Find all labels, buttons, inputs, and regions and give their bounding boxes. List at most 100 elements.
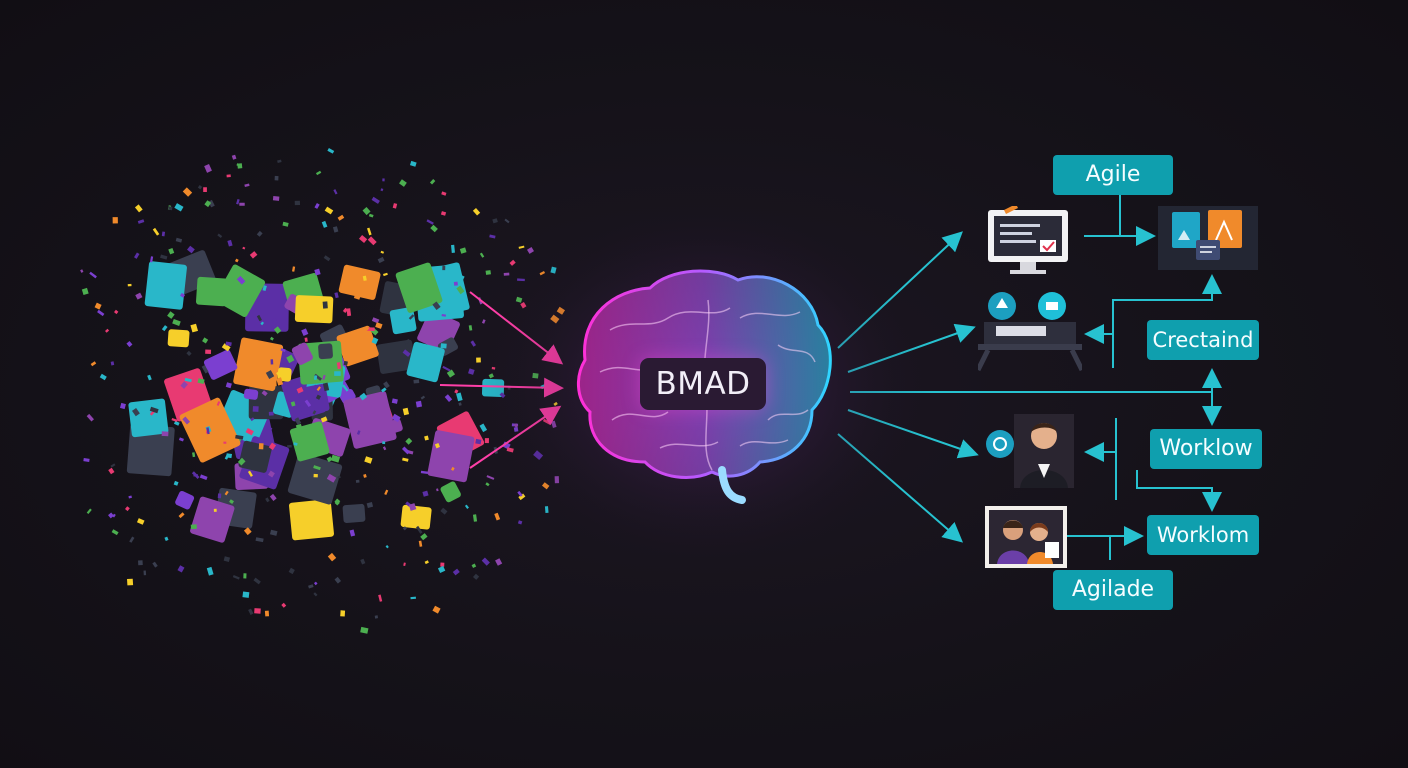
confetti-particle <box>504 218 510 224</box>
confetti-particle <box>226 453 233 459</box>
confetti-particle <box>288 567 295 575</box>
confetti-particle <box>127 578 134 586</box>
confetti-particle <box>358 235 368 243</box>
hub-label: BMAD <box>640 358 766 410</box>
confetti-particle <box>134 204 143 213</box>
confetti-particle <box>258 443 264 450</box>
tag-agilade: Agilade <box>1053 570 1173 610</box>
confetti-particle <box>204 200 212 208</box>
confetti-particle <box>293 442 298 446</box>
confetti-particle <box>268 442 277 451</box>
confetti-particle <box>337 475 341 479</box>
tag-crectaind: Crectaind <box>1147 320 1259 360</box>
confetti-particle <box>441 314 447 317</box>
confetti-particle <box>380 250 385 254</box>
confetti-particle <box>171 417 178 423</box>
confetti-particle <box>252 406 259 412</box>
confetti-particle <box>245 428 254 436</box>
confetti-particle <box>320 416 328 423</box>
confetti-particle <box>269 529 278 536</box>
confetti-particle <box>346 308 352 317</box>
confetti-particle <box>408 503 417 511</box>
confetti-particle <box>187 245 195 254</box>
confetti-particle <box>313 465 321 471</box>
confetti-particle <box>295 423 303 430</box>
confetti-particle <box>265 370 275 379</box>
confetti-particle <box>167 311 175 319</box>
confetti-particle <box>362 275 367 281</box>
confetti-particle <box>124 506 130 512</box>
confetti-particle <box>94 302 102 310</box>
confetti-particle <box>391 413 401 423</box>
confetti-particle <box>282 221 289 227</box>
confetti-particle <box>161 431 169 437</box>
confetti-particle <box>243 527 252 536</box>
confetti-particle <box>322 301 328 309</box>
confetti-particle <box>405 437 413 445</box>
confetti-particle <box>356 430 361 435</box>
confetti-particle <box>383 381 390 389</box>
confetti-particle <box>147 374 152 381</box>
confetti-particle <box>236 275 246 285</box>
confetti-particle <box>294 200 301 206</box>
confetti-particle <box>138 560 143 566</box>
confetti-particle <box>234 258 239 263</box>
confetti-particle <box>371 317 380 324</box>
confetti-particle <box>385 544 389 549</box>
confetti-particle <box>112 513 116 518</box>
app-tile <box>343 391 397 449</box>
confetti-particle <box>229 499 234 504</box>
confetti-particle <box>168 206 173 211</box>
confetti-particle <box>160 254 168 260</box>
confetti-particle <box>330 454 341 463</box>
confetti-particle <box>426 219 434 225</box>
confetti-particle <box>371 337 379 345</box>
confetti-particle <box>226 174 231 178</box>
confetti-particle <box>164 536 169 541</box>
confetti-particle <box>269 493 277 501</box>
confetti-particle <box>392 203 398 209</box>
confetti-particle <box>286 354 295 364</box>
confetti-particle <box>206 427 210 435</box>
confetti-particle <box>227 239 233 247</box>
confetti-particle <box>250 417 255 422</box>
confetti-particle <box>366 502 374 508</box>
confetti-particle <box>182 187 193 197</box>
confetti-particle <box>452 568 460 576</box>
confetti-particle <box>315 394 321 400</box>
confetti-particle <box>399 179 407 187</box>
confetti-particle <box>526 247 535 254</box>
confetti-particle <box>248 608 254 615</box>
confetti-particle <box>420 533 428 541</box>
confetti-particle <box>430 224 438 233</box>
confetti-particle <box>173 420 180 426</box>
confetti-particle <box>108 467 115 475</box>
confetti-particle <box>256 230 263 237</box>
confetti-particle <box>231 154 237 160</box>
confetti-particle <box>280 348 286 352</box>
confetti-particle <box>313 375 318 381</box>
confetti-particle <box>364 325 370 331</box>
confetti-particle <box>470 340 477 347</box>
confetti-particle <box>359 392 368 401</box>
confetti-particle <box>262 285 267 292</box>
confetti-particle <box>326 473 337 483</box>
confetti-particle <box>402 457 409 462</box>
confetti-particle <box>342 384 349 392</box>
confetti-particle <box>382 441 386 445</box>
confetti-particle <box>409 160 417 167</box>
confetti-particle <box>129 536 135 543</box>
workstation-icon <box>978 292 1082 372</box>
confetti-particle <box>442 365 451 372</box>
confetti-particle <box>403 562 406 567</box>
tag-agile: Agile <box>1053 155 1173 195</box>
confetti-particle <box>126 341 133 348</box>
confetti-particle <box>190 323 199 333</box>
confetti-particle <box>468 368 475 375</box>
confetti-particle <box>360 626 369 634</box>
confetti-particle <box>135 292 143 300</box>
confetti-particle <box>175 237 183 243</box>
confetti-particle <box>236 163 241 167</box>
confetti-particle <box>437 565 446 574</box>
